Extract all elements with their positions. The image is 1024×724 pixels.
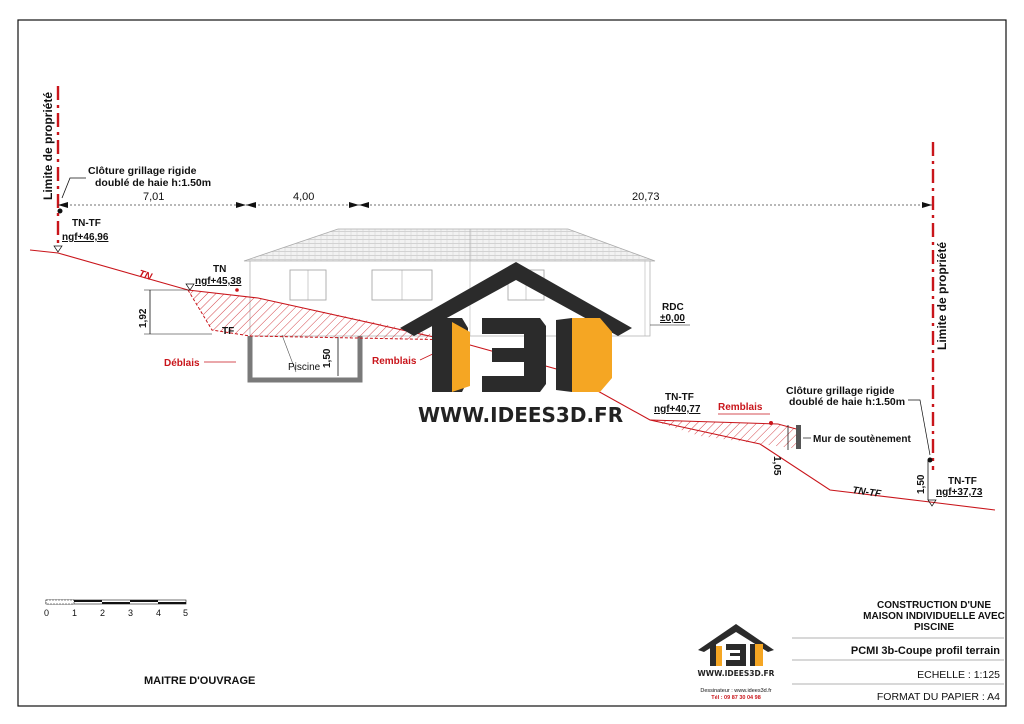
dim-4-00: 4,00 (293, 191, 314, 203)
scale-tick-3: 3 (128, 608, 133, 618)
phone-line: Tél : 09 87 30 04 98 (711, 695, 761, 701)
project-line1: CONSTRUCTION D'UNE (877, 600, 991, 611)
remblais-right-label: Remblais (718, 402, 763, 413)
left-height-value: 1,92 (138, 308, 149, 328)
right-fence-marker (927, 457, 933, 463)
remblais-right-marker (769, 421, 773, 425)
tn-terrain-label: TN (137, 268, 154, 283)
rdc-value: ±0,00 (660, 313, 685, 324)
paper-format: FORMAT DU PAPIER : A4 (877, 691, 1000, 703)
horizontal-dimension (58, 202, 932, 208)
level-mid-value: ngf+40,77 (654, 404, 701, 415)
watermark-url: WWW.IDEES3D.FR (418, 403, 623, 427)
designer-line: Dessinateur : www.idees3d.fr (700, 688, 771, 694)
level-right-title: TN-TF (948, 476, 977, 487)
pool-label: Piscine (288, 362, 321, 373)
right-fence-line1: Clôture grillage rigide (786, 385, 895, 397)
right-fence-leader (908, 399, 931, 456)
remblais-left-label: Remblais (372, 356, 417, 367)
right-height-value: 1,50 (916, 474, 927, 494)
level-left-title: TN-TF (72, 218, 101, 229)
remblais-zone (650, 420, 800, 449)
dim-7-01: 7,01 (143, 191, 164, 203)
pool-section (247, 334, 363, 383)
title-logo (698, 624, 774, 666)
scale-text: ECHELLE : 1:125 (917, 669, 1000, 681)
level-tn-title: TN (213, 264, 226, 275)
scale-tick-1: 1 (72, 608, 77, 618)
deblais-label: Déblais (164, 358, 200, 369)
pool-depth-value: 1,50 (322, 348, 333, 368)
retaining-wall (796, 425, 801, 449)
dim-20-73: 20,73 (632, 191, 660, 203)
left-fence-marker (57, 208, 63, 214)
retaining-wall-label: Mur de soutènement (813, 434, 911, 445)
level-right-value: ngf+37,73 (936, 487, 983, 498)
finished-terrain-line (187, 289, 461, 341)
level-tn-value: ngf+45,38 (195, 276, 242, 287)
tf-label: TF (222, 326, 234, 337)
level-tn-marker (185, 283, 195, 291)
title-block (792, 637, 1004, 685)
left-property-label: Limite de propriété (41, 92, 55, 200)
left-fence-line2: doublé de haie h:1.50m (95, 177, 211, 189)
sheet-frame (17, 19, 1007, 707)
scale-bar (45, 599, 187, 605)
right-property-label: Limite de propriété (935, 242, 949, 350)
project-line2: MAISON INDIVIDUELLE AVEC (863, 611, 1005, 622)
level-mid-title: TN-TF (665, 392, 694, 403)
left-fence-leader (61, 177, 86, 199)
level-left-marker (53, 245, 63, 253)
sheet-title: PCMI 3b-Coupe profil terrain (851, 645, 1000, 657)
scale-tick-2: 2 (100, 608, 105, 618)
rdc-title: RDC (662, 302, 684, 313)
scale-tick-4: 4 (156, 608, 161, 618)
watermark-logo (400, 262, 632, 392)
level-right-marker (927, 499, 937, 507)
left-fence-line1: Clôture grillage rigide (88, 165, 197, 177)
wall-height-value: 1,05 (771, 456, 782, 476)
scale-tick-5: 5 (183, 608, 188, 618)
project-line3: PISCINE (914, 622, 954, 633)
tn-tf-terrain-label: TN-TF (852, 485, 883, 500)
title-logo-url: WWW.IDEES3D.FR (698, 669, 775, 678)
level-left-value: ngf+46,96 (62, 232, 109, 243)
scale-tick-0: 0 (44, 608, 49, 618)
owner-label: MAITRE D'OUVRAGE (144, 675, 255, 687)
right-fence-line2: doublé de haie h:1.50m (789, 396, 905, 408)
tf-marker (235, 288, 239, 292)
